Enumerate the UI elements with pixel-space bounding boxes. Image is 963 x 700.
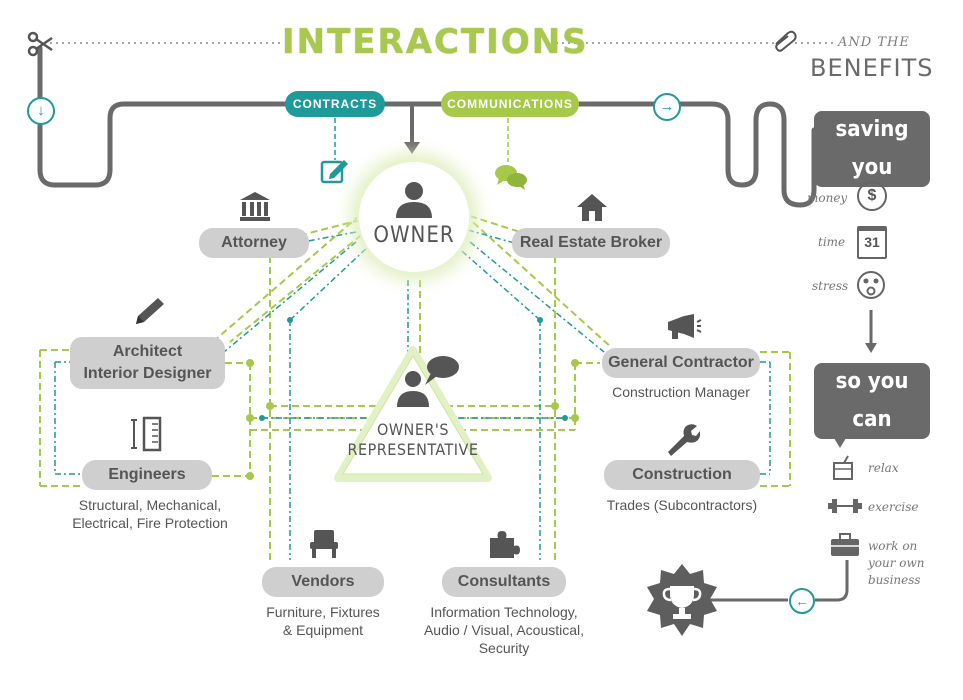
puzzle-piece-icon (490, 531, 520, 558)
gc-subtitle: Construction Manager (612, 384, 750, 400)
pencil-icon (136, 298, 164, 324)
saving-you-box: saving you (814, 111, 930, 187)
money-label: money (807, 191, 848, 205)
scissors-icon (27, 31, 53, 57)
stress-label: stress (812, 279, 849, 293)
owner-node: OWNER (357, 160, 471, 274)
interior-designer-label: Interior Designer (83, 365, 212, 382)
and-the-label: AND THE (838, 35, 910, 50)
consultants-sub-line3: Security (478, 640, 530, 656)
engineers-sub-line1: Structural, Mechanical, (78, 497, 222, 513)
owners-rep-line1: OWNER'S (376, 420, 449, 439)
vendors-sub-line1: Furniture, Fixtures (266, 604, 380, 620)
vendors-sub-line2: & Equipment (282, 622, 364, 638)
consultants-pill: Consultants (442, 567, 566, 597)
contracts-pill: CONTRACTS (285, 91, 385, 117)
work-line1: work on (868, 539, 918, 553)
consultants-subtitle: Information Technology, Audio / Visual, … (414, 603, 594, 657)
construction-subtitle: Trades (Subcontractors) (606, 497, 758, 513)
construction-pill: Construction (604, 460, 760, 490)
dollar-icon: $ (857, 181, 887, 211)
calendar-icon: 31 (857, 226, 887, 259)
communications-pill: COMMUNICATIONS (441, 91, 579, 117)
owner-label: OWNER (373, 223, 455, 248)
chat-bubbles-icon (495, 165, 527, 190)
engineers-sub-line2: Electrical, Fire Protection (72, 515, 228, 531)
blueprint-ruler-icon (131, 416, 162, 452)
trophy-badge-icon (647, 564, 717, 636)
time-label: time (818, 235, 846, 249)
dumbbell-icon (828, 499, 862, 513)
arrow-left-icon: ← (789, 588, 815, 614)
work-line3: business (868, 573, 921, 587)
stressed-face-icon (857, 271, 885, 299)
attorney-pill: Attorney (199, 228, 309, 258)
briefcase-icon (831, 533, 859, 556)
exercise-label: exercise (868, 500, 919, 514)
relax-label: relax (868, 461, 899, 475)
architect-pill: Architect Interior Designer (70, 337, 225, 389)
architect-label: Architect (112, 343, 183, 360)
general-contractor-pill: General Contractor (602, 348, 760, 378)
calendar-day: 31 (864, 234, 880, 250)
work-label: work on your own business (868, 538, 925, 589)
consultants-sub-line1: Information Technology, (430, 604, 578, 620)
chair-icon (310, 530, 338, 558)
consultants-sub-line2: Audio / Visual, Acoustical, (423, 622, 585, 638)
arrow-right-icon: → (653, 93, 681, 121)
benefits-heading: BENEFITS (810, 54, 934, 82)
vendors-subtitle: Furniture, Fixtures & Equipment (250, 603, 396, 639)
person-icon (396, 182, 432, 218)
engineers-pill: Engineers (82, 460, 212, 490)
paperclip-icon (775, 30, 797, 52)
vendors-pill: Vendors (262, 567, 384, 597)
so-you-can-box: so you can (814, 363, 930, 439)
page-title: INTERACTIONS (282, 22, 589, 62)
broker-pill: Real Estate Broker (512, 228, 670, 258)
drink-icon (833, 455, 853, 480)
wrench-icon (668, 424, 700, 456)
arrow-down-icon: ↓ (27, 97, 55, 125)
work-line2: your own (868, 556, 925, 570)
owners-rep-line2: REPRESENTATIVE (347, 440, 479, 459)
house-icon (577, 194, 607, 221)
megaphone-icon (668, 314, 702, 339)
owners-rep-label: OWNER'S REPRESENTATIVE (343, 420, 483, 460)
bank-icon (240, 192, 270, 221)
owners-rep-person-icon (397, 356, 459, 407)
engineers-subtitle: Structural, Mechanical, Electrical, Fire… (50, 496, 250, 532)
edit-icon (320, 160, 348, 184)
